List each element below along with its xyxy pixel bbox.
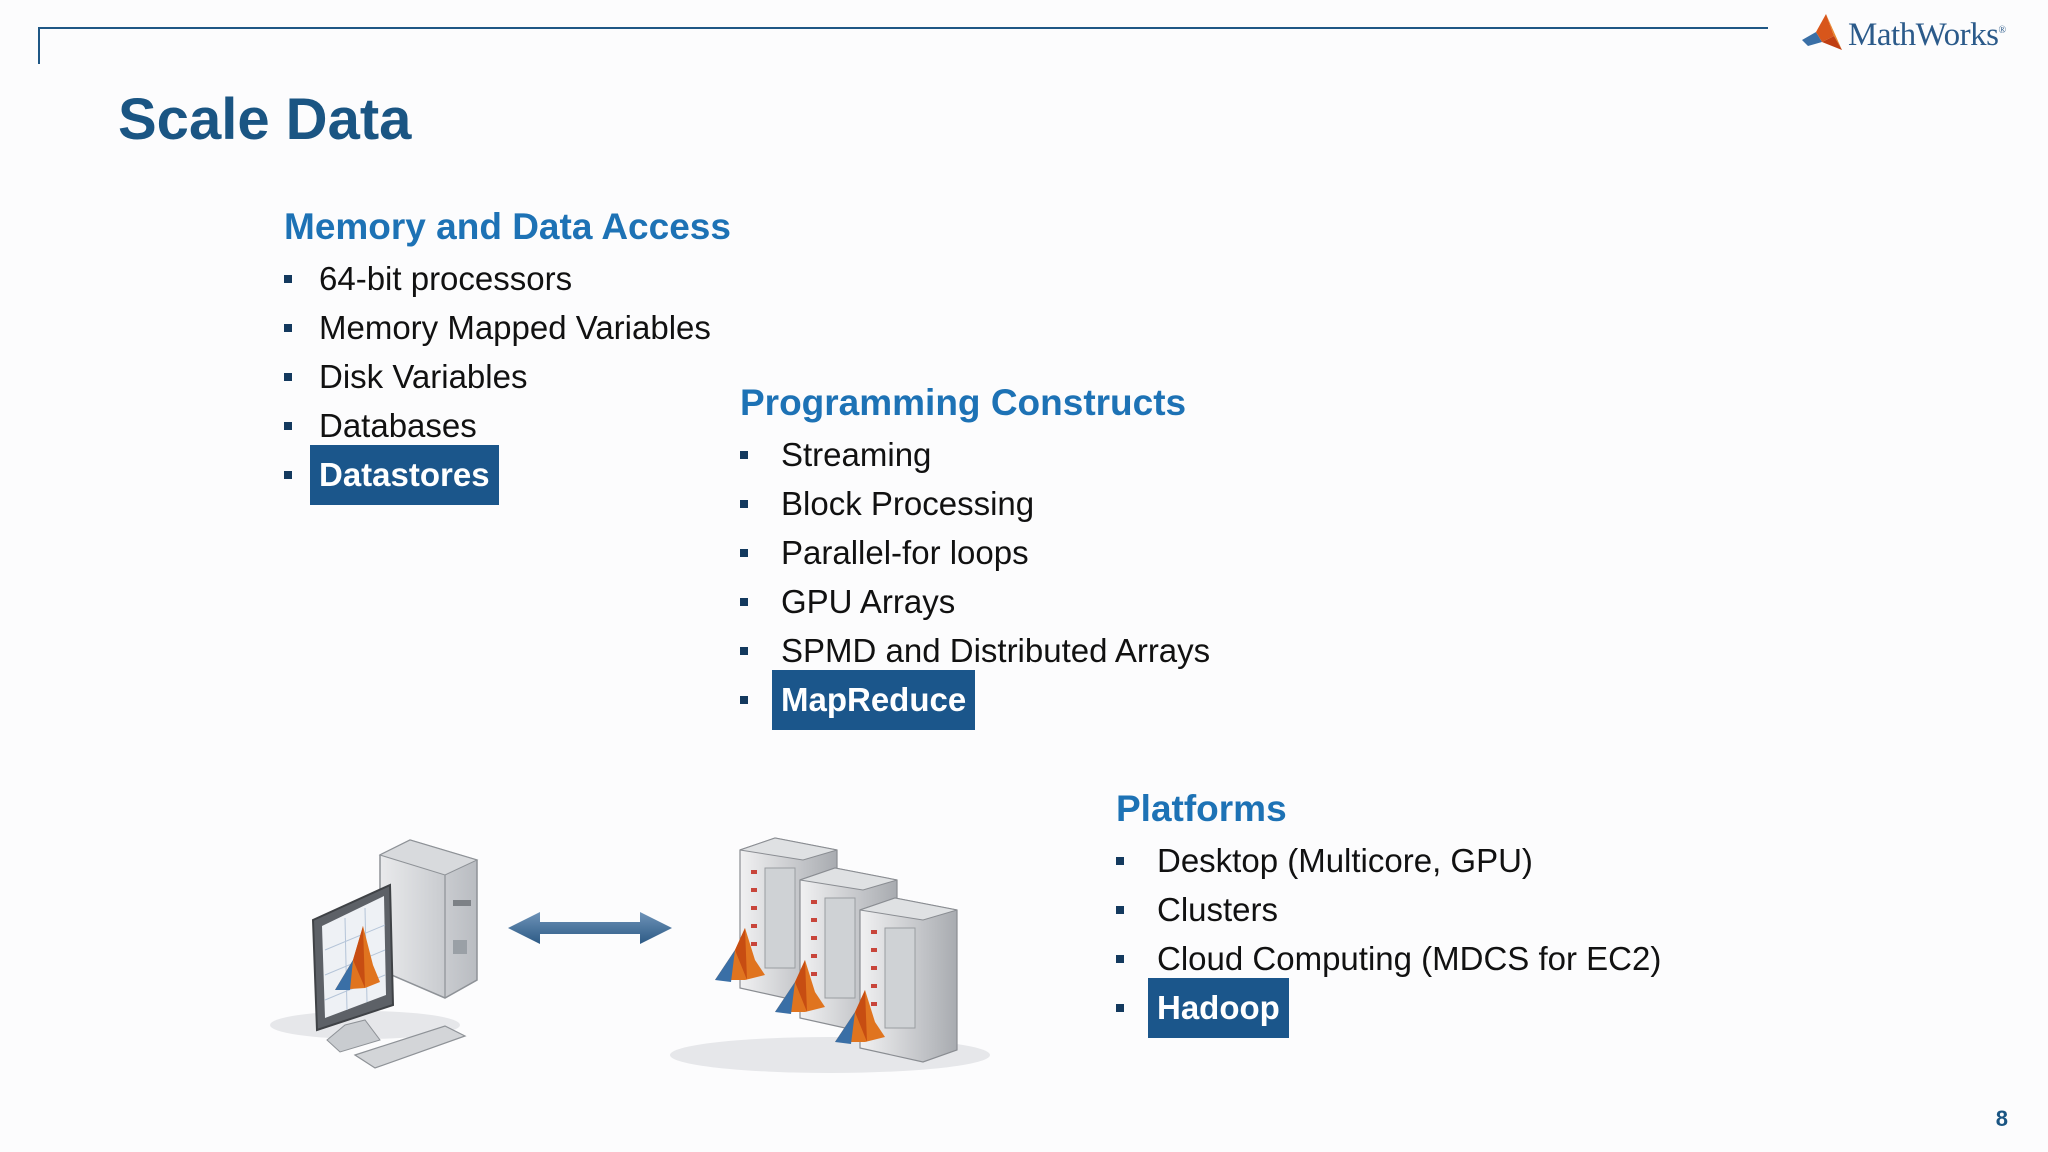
list-item: Block Processing <box>740 479 1219 528</box>
highlighted-item-label: Hadoop <box>1148 977 1289 1038</box>
list-item: Databases <box>284 401 731 450</box>
list-item: Parallel-for loops <box>740 528 1219 577</box>
list-item: SPMD and Distributed Arrays <box>740 626 1219 675</box>
list-item-label: Streaming <box>781 435 932 473</box>
slide-title: Scale Data <box>118 87 412 152</box>
list-item-label: Cloud Computing (MDCS for EC2) <box>1157 939 1662 977</box>
list-item: 64-bit processors <box>284 254 731 303</box>
list-item-label: 64-bit processors <box>319 259 573 297</box>
list-item: Streaming <box>740 430 1219 479</box>
header-rule <box>38 27 1768 29</box>
list-item-label: Databases <box>319 406 477 444</box>
highlighted-item-label: Datastores <box>310 444 499 505</box>
section-memory-data-access: Memory and Data Access 64-bit processors… <box>284 206 731 505</box>
double-arrow-icon <box>508 912 672 944</box>
section-heading: Memory and Data Access <box>284 206 731 247</box>
list-item-highlighted: Hadoop <box>1116 977 1670 1038</box>
header-rule-tick <box>38 27 40 64</box>
list-item-label: Block Processing <box>781 484 1035 522</box>
matlab-membrane-icon <box>1800 12 1844 59</box>
list-item-label: Memory Mapped Variables <box>319 308 711 346</box>
bullet-icon <box>1116 856 1124 865</box>
bullet-icon <box>284 323 292 332</box>
list-item: Cloud Computing (MDCS for EC2) <box>1116 934 1670 983</box>
list-item-label: GPU Arrays <box>781 582 956 620</box>
list-item: Disk Variables <box>284 352 731 401</box>
section-platforms: Platforms Desktop (Multicore, GPU) Clust… <box>1116 788 1670 1038</box>
section-heading: Platforms <box>1116 788 1287 829</box>
bullet-icon <box>740 597 748 606</box>
bullet-icon <box>1116 905 1124 914</box>
section-programming-constructs: Programming Constructs Streaming Block P… <box>740 382 1219 730</box>
bullet-icon <box>1116 1003 1124 1012</box>
desktop-computer-icon <box>270 839 479 1069</box>
section-heading: Programming Constructs <box>740 382 1187 423</box>
bullet-icon <box>284 372 292 381</box>
list-item-highlighted: Datastores <box>284 444 731 505</box>
bullet-icon <box>284 421 292 430</box>
bullet-icon <box>284 470 292 479</box>
bullet-icon <box>740 548 748 557</box>
list-item: Clusters <box>1116 885 1670 934</box>
list-item: GPU Arrays <box>740 577 1219 626</box>
bullet-icon <box>284 274 292 283</box>
page-number: 8 <box>1995 1106 2008 1131</box>
highlighted-item-label: MapReduce <box>772 669 976 730</box>
bullet-list: Streaming Block Processing Parallel-for … <box>740 430 1219 730</box>
bullet-icon <box>740 695 748 704</box>
list-item-highlighted: MapReduce <box>740 669 1219 730</box>
logo-text: MathWorks® <box>1848 17 2006 53</box>
list-item: Desktop (Multicore, GPU) <box>1116 836 1670 885</box>
list-item: Memory Mapped Variables <box>284 303 731 352</box>
bullet-icon <box>740 646 748 655</box>
desktop-to-cluster-illustration <box>265 830 995 1090</box>
list-item-label: Disk Variables <box>319 357 528 395</box>
server-cluster-icon <box>670 837 990 1073</box>
bullet-list: 64-bit processors Memory Mapped Variable… <box>284 254 731 505</box>
list-item-label: Desktop (Multicore, GPU) <box>1157 841 1533 879</box>
list-item-label: Clusters <box>1157 890 1279 928</box>
bullet-icon <box>740 499 748 508</box>
mathworks-logo: MathWorks® <box>1800 12 2006 59</box>
bullet-icon <box>1116 954 1124 963</box>
bullet-list: Desktop (Multicore, GPU) Clusters Cloud … <box>1116 836 1670 1038</box>
bullet-icon <box>740 450 748 459</box>
list-item-label: Parallel-for loops <box>781 533 1029 571</box>
list-item-label: SPMD and Distributed Arrays <box>781 631 1211 669</box>
